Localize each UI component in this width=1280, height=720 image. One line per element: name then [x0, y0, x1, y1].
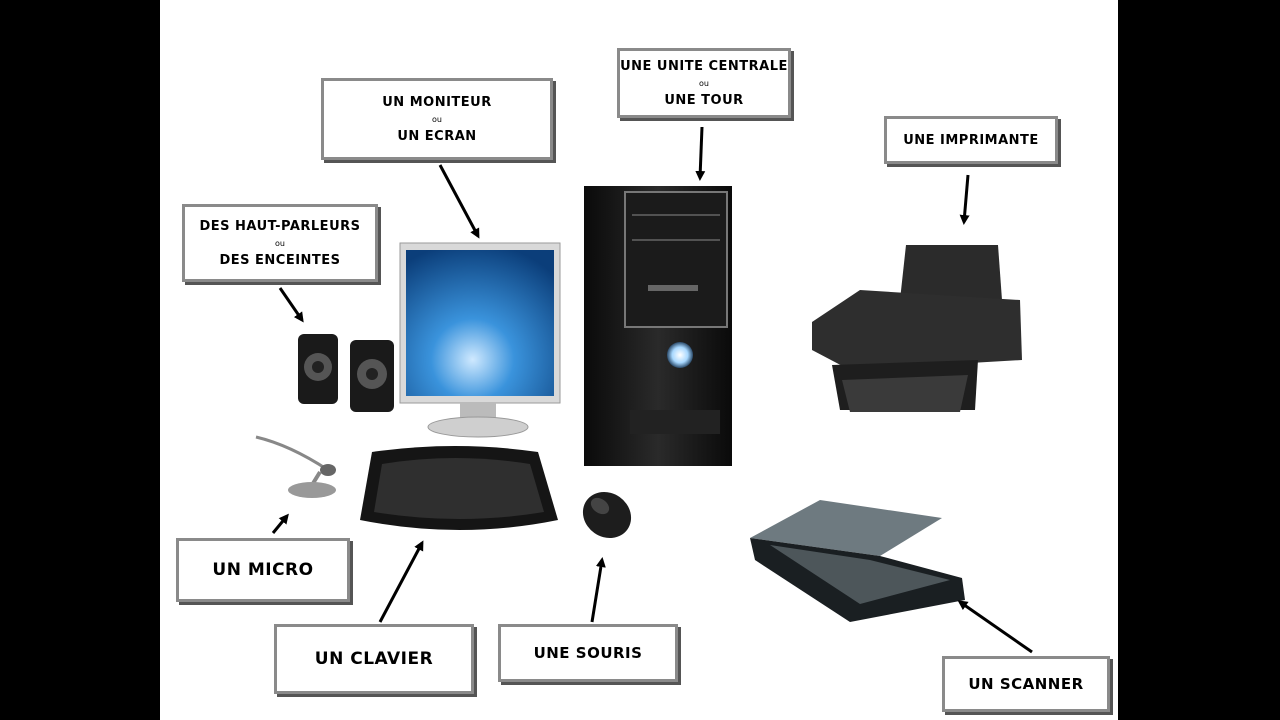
arrow-micro [273, 516, 287, 533]
label-printer: UNE IMPRIMANTE [884, 116, 1058, 164]
label-micro-line1: UN MICRO [212, 560, 313, 580]
label-mouse-line1: UNE SOURIS [534, 644, 643, 662]
arrow-tower [700, 127, 702, 178]
label-micro: UN MICRO [176, 538, 350, 602]
printer-image [812, 245, 1022, 412]
arrow-monitor [440, 165, 478, 236]
label-speakers: DES HAUT-PARLEURS ou DES ENCEINTES [182, 204, 378, 282]
label-tower-line2: UNE TOUR [664, 93, 743, 108]
label-keyboard: UN CLAVIER [274, 624, 474, 694]
label-monitor-line1: UN MONITEUR [382, 95, 491, 110]
speakers-image [298, 334, 394, 412]
label-speakers-line1: DES HAUT-PARLEURS [199, 219, 360, 234]
label-keyboard-line1: UN CLAVIER [315, 649, 433, 669]
arrow-printer [964, 175, 968, 222]
label-speakers-line2: DES ENCEINTES [219, 253, 340, 268]
arrow-scanner [960, 602, 1032, 652]
tower-image [584, 186, 732, 466]
label-tower-line1: UNE UNITE CENTRALE [620, 59, 788, 74]
arrow-keyboard [380, 543, 422, 622]
arrow-mouse [592, 560, 602, 622]
label-scanner-line1: UN SCANNER [968, 675, 1083, 693]
microphone-image [256, 437, 336, 498]
label-printer-line1: UNE IMPRIMANTE [903, 133, 1039, 148]
label-monitor-line2: UN ECRAN [397, 129, 476, 144]
label-tower: UNE UNITE CENTRALE ou UNE TOUR [617, 48, 791, 118]
keyboard-image [360, 446, 558, 530]
monitor-image [400, 243, 560, 437]
mouse-image [574, 483, 640, 548]
label-speakers-or: ou [275, 239, 285, 248]
scanner-image [750, 500, 965, 622]
label-tower-or: ou [699, 79, 709, 88]
label-mouse: UNE SOURIS [498, 624, 678, 682]
label-monitor: UN MONITEUR ou UN ECRAN [321, 78, 553, 160]
diagram-canvas: UN MONITEUR ou UN ECRAN UNE UNITE CENTRA… [160, 0, 1118, 720]
label-monitor-or: ou [432, 115, 442, 124]
label-scanner: UN SCANNER [942, 656, 1110, 712]
arrow-speakers [280, 288, 302, 320]
